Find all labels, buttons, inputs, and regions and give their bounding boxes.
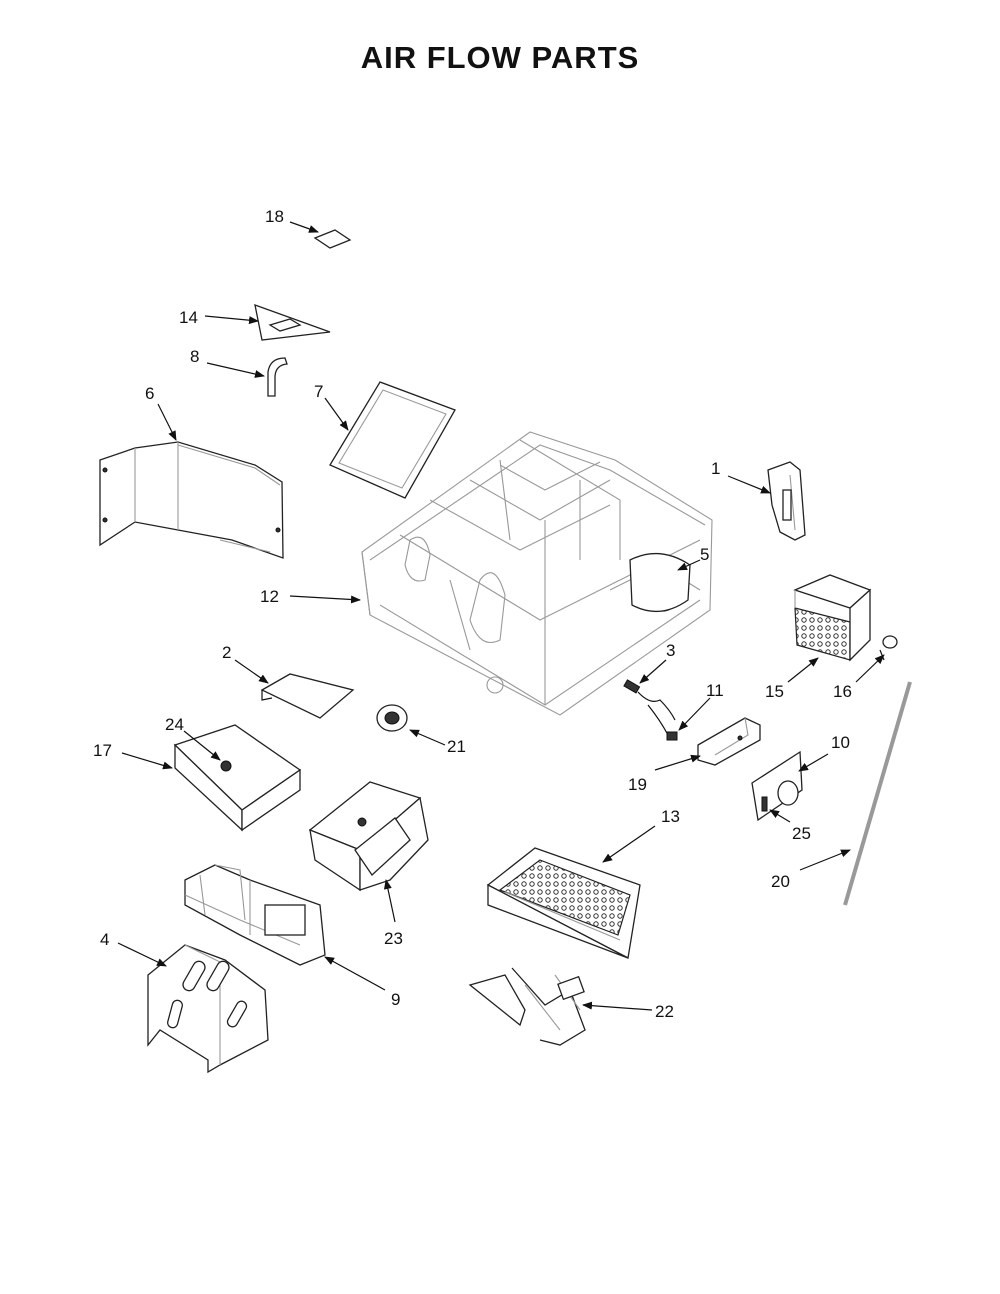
part-2-plate (260, 673, 355, 719)
callout-24: 24 (165, 715, 184, 734)
callout-12: 12 (260, 587, 279, 606)
part-22-vent-bracket (468, 967, 586, 1046)
part-8-tube (267, 357, 288, 397)
part-17-duct-cover (173, 724, 302, 832)
part-11-wire-harness (647, 704, 678, 741)
part-23-duct (308, 781, 429, 892)
callout-19: 19 (628, 775, 647, 794)
callout-7: 7 (314, 382, 323, 401)
part-3-sensor (623, 679, 676, 721)
part-4-shield (147, 944, 269, 1074)
part-18-label-plate (313, 229, 352, 249)
callout-10: 10 (831, 733, 850, 752)
callout-21: 21 (447, 737, 466, 756)
callout-25: 25 (792, 824, 811, 843)
part-10-motor-plate (751, 750, 803, 822)
callout-20: 20 (771, 872, 790, 891)
callout-8: 8 (190, 347, 199, 366)
callout-5: 5 (700, 545, 709, 564)
callout-18: 18 (265, 207, 284, 226)
callout-11: 11 (706, 681, 724, 700)
callout-14: 14 (179, 308, 198, 327)
callout-23: 23 (384, 929, 403, 948)
part-21-round-fitting (376, 704, 408, 732)
page-title: AIR FLOW PARTS (360, 40, 640, 75)
callout-2: 2 (222, 643, 231, 662)
callout-1: 1 (711, 459, 720, 478)
part-13-mesh-tray (486, 847, 641, 959)
callout-3: 3 (666, 641, 675, 660)
part-19-bracket (697, 717, 761, 766)
part-6-side-panel (99, 441, 284, 559)
part-20-rod (843, 681, 912, 906)
part-9-damper-assembly (184, 864, 326, 966)
part-1-bracket (767, 461, 806, 541)
part-25-screw (761, 796, 768, 812)
callout-9: 9 (391, 990, 400, 1009)
callout-labels: 18 14 8 6 7 1 5 12 2 3 11 15 16 24 17 21… (93, 207, 852, 1021)
callout-4: 4 (100, 930, 109, 949)
callout-22: 22 (655, 1002, 674, 1021)
part-15-grille-box (793, 574, 872, 662)
callout-16: 16 (833, 682, 852, 701)
callout-15: 15 (765, 682, 784, 701)
callout-13: 13 (661, 807, 680, 826)
callout-17: 17 (93, 741, 112, 760)
part-14-deflector-plate (254, 303, 331, 341)
part-5-fan-grille (629, 552, 691, 612)
part-7-filter-frame (329, 381, 456, 499)
leader-lines (117, 221, 885, 1011)
callout-6: 6 (145, 384, 154, 403)
part-24-knob (220, 760, 232, 772)
